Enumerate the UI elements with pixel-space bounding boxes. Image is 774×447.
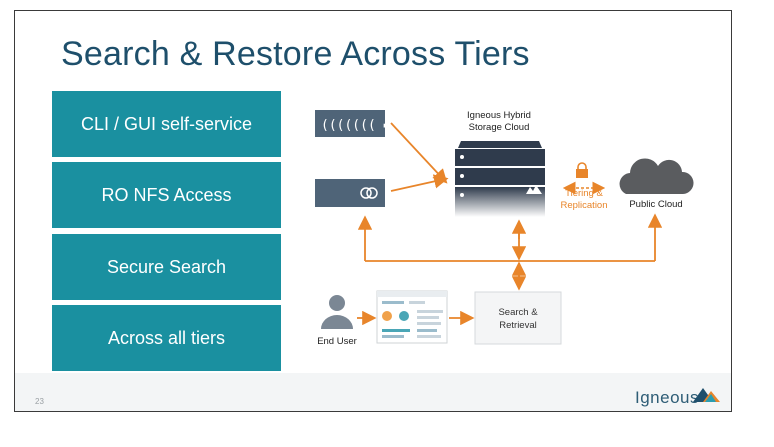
end-user-label: End User [317,336,357,347]
public-cloud-icon [619,158,694,194]
architecture-diagram: ((((((( ▬ Igneous Hybrid Storage Cloud [315,110,694,347]
lock-icon [576,162,588,178]
storage-device-1: ((((((( ▬ [315,110,392,137]
server-label-2: Storage Cloud [469,122,530,133]
page-number: 23 [35,397,44,406]
server-label-1: Igneous Hybrid [467,110,531,121]
storage-server-icon [455,141,545,217]
feature-cli-gui: CLI / GUI self-service [52,91,281,157]
public-cloud-label: Public Cloud [629,199,682,210]
feature-ro-nfs: RO NFS Access [52,162,281,228]
slide-title: Search & Restore Across Tiers [61,35,530,73]
search-label-1: Search & [498,307,538,318]
ui-screenshot-thumbnail [376,290,448,344]
slide: Search & Restore Across Tiers CLI / GUI … [14,10,732,412]
tiering-label-2: Replication [561,200,608,211]
feature-secure-search: Secure Search [52,234,281,300]
link-icon [360,187,372,199]
end-user-icon [321,295,353,329]
igneous-logo-icon [693,388,720,402]
arrow-device1-to-server [390,122,448,184]
search-label-2: Retrieval [499,320,537,331]
slide-footer [15,373,731,411]
storage-device-2 [315,179,385,207]
arrow-device2-to-server [390,174,449,192]
brand-name: Igneous [635,388,699,407]
tiering-label-1: Tiering & [565,188,603,199]
device-1-glyph: ((((((( ▬ [321,118,392,133]
search-retrieval-box [474,291,562,345]
feature-across-tiers: Across all tiers [52,305,281,371]
